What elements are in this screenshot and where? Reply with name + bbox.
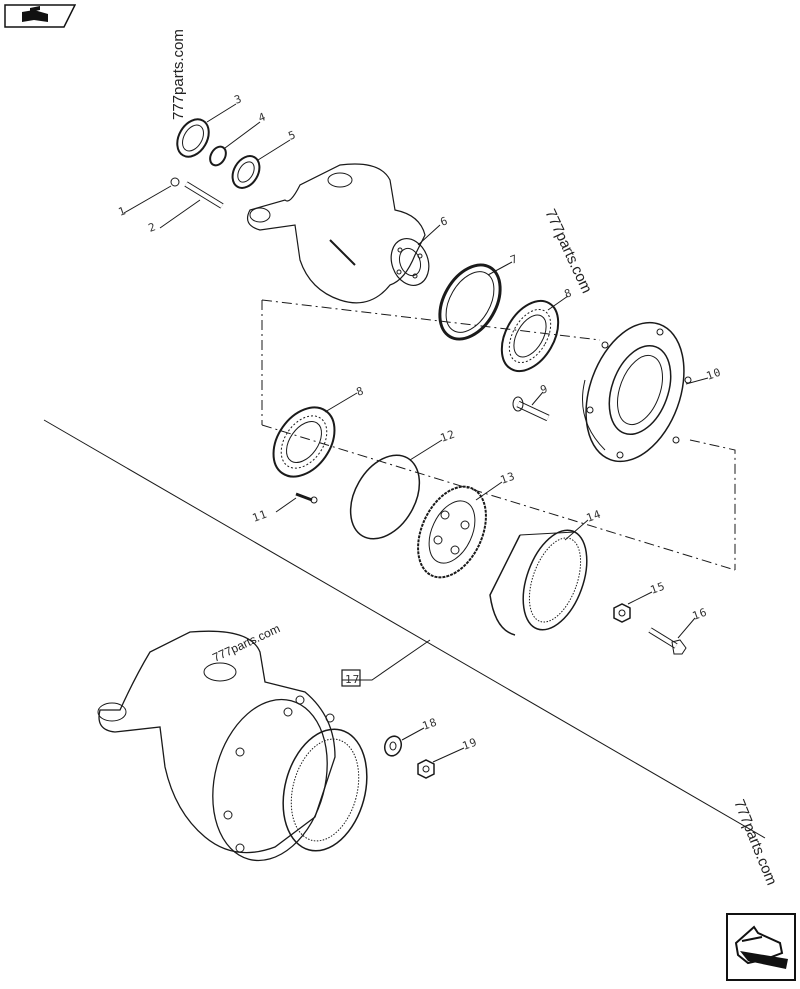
part-nut-19 [417,759,435,779]
group-box-right [689,439,736,570]
callout-9: 9 [539,382,551,397]
callout-17: 17 [345,673,360,686]
part-hub-10 [582,321,692,463]
callout-6: 6 [439,214,451,229]
watermark-top-right: 777parts.com [541,207,595,297]
watermark-bottom-right: 777parts.com [730,797,780,888]
watermark-top-left: 777parts.com [170,29,187,120]
callout-12: 12 [439,427,458,444]
callout-8-lower: 8 [355,384,367,399]
callout-2: 2 [147,220,159,235]
part-snap-ring-12 [349,454,421,540]
callout-11: 11 [251,507,270,524]
part-stud-9 [512,396,550,422]
part-bolt-16 [648,627,687,655]
callout-1: 1 [117,204,129,219]
callout-5: 5 [287,128,299,143]
part-knuckle-6 [247,163,430,304]
part-nut-1 [170,177,180,187]
book-arrow-icon [22,6,48,22]
part-seal-3 [176,118,210,158]
section-divider-line [43,419,766,839]
part-assembly-17 [97,630,368,862]
callout-4: 4 [257,110,269,125]
part-seal-7 [438,263,502,341]
callout-3: 3 [233,92,245,107]
part-pin-2 [184,181,224,209]
part-ring-4 [209,145,227,167]
callout-labels: 1 2 3 4 5 6 7 8 8 9 10 11 12 13 14 15 16… [117,92,724,753]
part-ring-gear-14 [489,529,588,636]
leader-17 [342,639,431,681]
part-nut-15 [613,603,631,623]
callout-19: 19 [461,735,480,752]
callout-18: 18 [421,715,440,732]
group-box-top [261,299,601,341]
part-bearing-5 [231,155,261,189]
callout-8-upper: 8 [563,286,575,301]
callout-13: 13 [499,469,518,486]
prev-page-button[interactable] [4,4,76,28]
watermark-middle: 777parts.com [210,621,282,664]
callout-10: 10 [705,365,724,382]
callout-7: 7 [509,252,521,267]
next-page-button[interactable] [726,913,796,981]
part-carrier-13 [417,485,487,579]
group-box-bottom [261,424,736,571]
callout-14: 14 [585,507,604,524]
arrow-right-icon [734,925,788,969]
callout-15: 15 [649,579,668,596]
part-bolt-11 [295,492,318,504]
part-bearing-8-upper [500,299,560,373]
part-washer-18 [383,735,403,757]
part-bearing-8-lower [272,406,336,478]
callout-16: 16 [691,605,710,622]
callout-box-17 [341,669,361,687]
